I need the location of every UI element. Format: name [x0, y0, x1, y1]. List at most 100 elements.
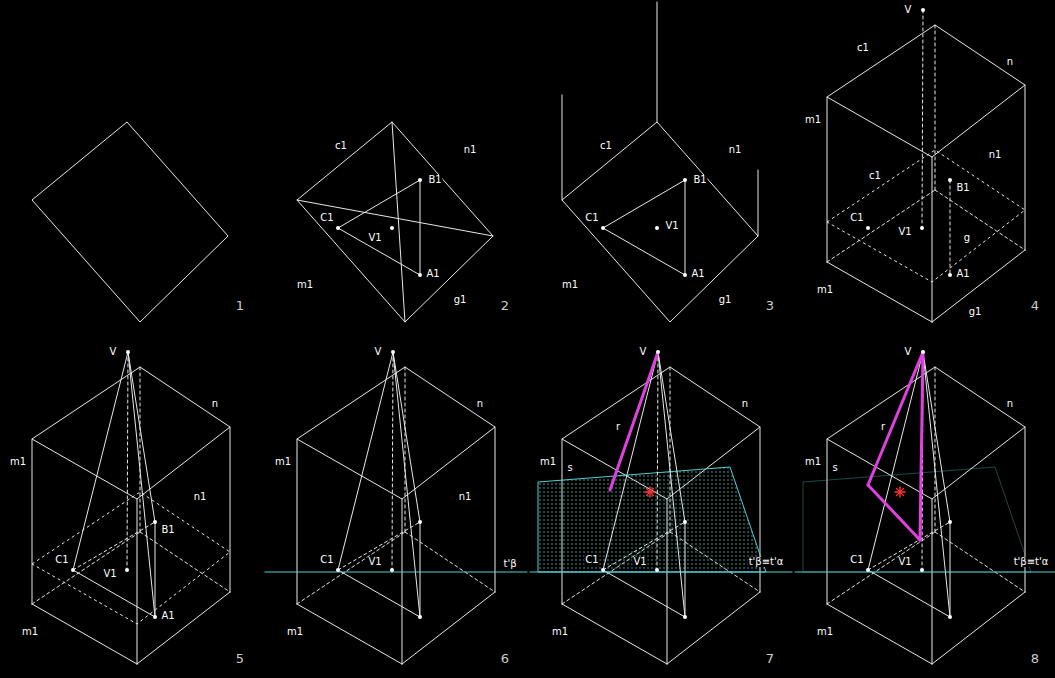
point-label: n1	[988, 150, 1003, 160]
edge-line	[827, 604, 932, 664]
pyramid-edge	[73, 352, 128, 570]
point-label: C1	[319, 213, 334, 223]
point-label: m1	[561, 280, 579, 290]
point-label: g1	[453, 295, 468, 305]
intersection-star	[897, 489, 904, 496]
point-label: V1	[897, 227, 912, 237]
base-plane	[297, 122, 493, 322]
edge-line	[495, 427, 496, 592]
pyramid-edge	[603, 352, 658, 570]
point-dot	[948, 520, 952, 524]
point-dot	[418, 615, 422, 619]
point-label: s	[831, 463, 838, 473]
point-dot	[948, 273, 952, 277]
point-dot	[948, 178, 952, 182]
point-label: V1	[367, 557, 382, 567]
base-plane	[32, 122, 228, 322]
point-label: C1	[849, 213, 864, 223]
point-label: m1	[274, 457, 292, 467]
highlight-line	[610, 352, 658, 490]
panel-figure	[32, 122, 228, 322]
edge-line	[1025, 427, 1026, 592]
point-dot	[920, 226, 924, 230]
point-dot	[921, 8, 925, 12]
point-dot	[336, 226, 340, 230]
point-dot	[866, 226, 870, 230]
panel-number: 2	[500, 299, 510, 312]
triangle	[338, 180, 420, 275]
intersection-star	[897, 489, 904, 496]
pyramid-edge	[128, 352, 155, 617]
point-label: V1	[664, 221, 679, 231]
panel-figure	[562, 2, 758, 322]
point-label: m1	[296, 280, 314, 290]
point-label: s	[566, 463, 573, 473]
point-dot	[125, 568, 129, 572]
edge-line	[402, 499, 403, 664]
edge-line	[935, 25, 936, 190]
highlight-line	[868, 485, 920, 540]
edge-line	[935, 532, 1025, 592]
point-dot	[390, 568, 394, 572]
point-label: m1	[804, 457, 822, 467]
edge-line	[932, 250, 1025, 322]
point-dot	[126, 350, 130, 354]
trace-line	[530, 572, 792, 573]
point-label: V	[639, 347, 648, 357]
point-dot	[655, 568, 659, 572]
edge-line	[230, 427, 231, 592]
point-label: n1	[193, 492, 208, 502]
point-label: V	[904, 347, 913, 357]
pyramid-edge	[338, 570, 420, 617]
edge-line	[827, 190, 935, 262]
point-label: A1	[690, 269, 705, 279]
intersection-star	[647, 489, 654, 496]
panel-figure	[530, 350, 792, 664]
panel-number: 5	[235, 652, 245, 665]
point-label: B1	[160, 525, 175, 535]
point-label: g1	[968, 307, 983, 317]
edge-line	[758, 170, 759, 236]
edge-line	[1025, 85, 1026, 250]
point-label: C1	[319, 555, 334, 565]
edge-line	[32, 532, 140, 604]
edge-line	[935, 367, 936, 532]
prism-top	[827, 25, 1025, 157]
panel-figure	[32, 350, 230, 664]
highlight-line	[868, 352, 923, 485]
pyramid-edge	[923, 352, 950, 617]
pyramid-edge	[420, 522, 421, 617]
highlight-line	[920, 352, 923, 540]
panel-figure	[795, 350, 1055, 664]
pyramid-edge	[658, 352, 685, 617]
edge-line	[405, 532, 495, 592]
point-label: t'β≡t'α	[748, 557, 785, 567]
point-label: V1	[897, 557, 912, 567]
point-dot	[153, 615, 157, 619]
projection-line	[392, 352, 393, 570]
edge-line	[932, 157, 933, 322]
panel-number: 8	[1030, 652, 1040, 665]
point-label: V	[374, 347, 383, 357]
panel-number: 7	[765, 652, 775, 665]
point-label: V1	[102, 569, 117, 579]
point-label: B1	[692, 175, 707, 185]
point-label: V1	[367, 233, 382, 243]
point-label: C1	[584, 555, 599, 565]
point-dot	[153, 520, 157, 524]
point-label: m1	[816, 627, 834, 637]
edge-line	[932, 592, 1025, 664]
panel-number: 6	[500, 652, 510, 665]
point-label: V	[904, 5, 913, 15]
edge-line	[32, 439, 33, 604]
edge-line	[137, 592, 230, 664]
pyramid-edge	[950, 522, 951, 617]
edge-line	[657, 2, 658, 122]
panel-number: 4	[1030, 299, 1040, 312]
point-label: n	[1006, 57, 1014, 67]
point-label: n	[211, 399, 219, 409]
point-label: A1	[160, 611, 175, 621]
point-label: c1	[868, 171, 882, 181]
point-dot	[71, 568, 75, 572]
point-dot	[655, 226, 659, 230]
